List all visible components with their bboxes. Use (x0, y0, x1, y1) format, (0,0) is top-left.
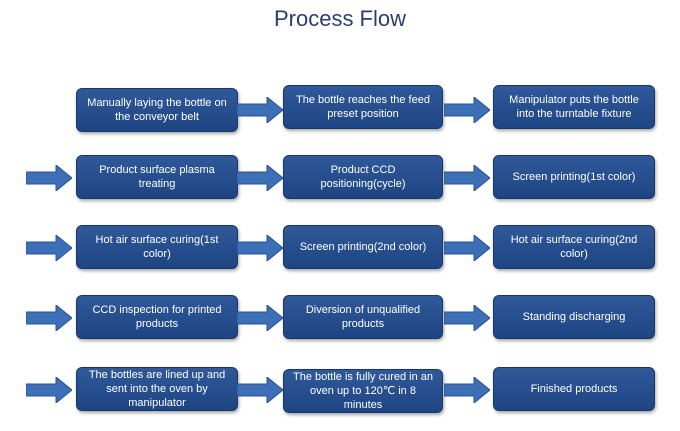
step-ccd-inspection: CCD inspection for printed products (76, 295, 238, 339)
step-feed-preset: The bottle reaches the feed preset posit… (283, 85, 443, 129)
step-oven-loading: The bottles are lined up and sent into t… (76, 367, 238, 411)
step-screen-printing-1: Screen printing(1st color) (493, 155, 655, 199)
step-screen-printing-2: Screen printing(2nd color) (283, 225, 443, 269)
arrow-right-icon (444, 97, 490, 123)
arrow-right-icon (237, 97, 283, 123)
arrow-right-icon (26, 305, 72, 331)
arrow-right-icon (237, 305, 283, 331)
arrow-right-icon (444, 165, 490, 191)
diagram-title: Process Flow (273, 6, 407, 31)
arrow-right-icon (26, 165, 72, 191)
step-oven-curing: The bottle is fully cured in an oven up … (283, 369, 443, 413)
arrow-right-icon (26, 235, 72, 261)
arrow-right-icon (237, 377, 283, 403)
step-hot-air-curing-2: Hot air surface curing(2nd color) (493, 225, 655, 269)
arrow-right-icon (237, 235, 283, 261)
step-manual-laying: Manually laying the bottle on the convey… (76, 88, 238, 132)
step-standing-discharging: Standing discharging (493, 295, 655, 339)
arrow-right-icon (444, 377, 490, 403)
step-finished-products: Finished products (493, 367, 655, 411)
step-manipulator-fixture: Manipulator puts the bottle into the tur… (493, 85, 655, 129)
arrow-right-icon (444, 235, 490, 261)
step-hot-air-curing-1: Hot air surface curing(1st color) (76, 225, 238, 269)
arrow-right-icon (237, 165, 283, 191)
step-diversion-unqualified: Diversion of unqualified products (283, 295, 443, 339)
step-plasma-treating: Product surface plasma treating (76, 155, 238, 199)
step-ccd-positioning: Product CCD positioning(cycle) (283, 155, 443, 199)
arrow-right-icon (26, 377, 72, 403)
arrow-right-icon (444, 305, 490, 331)
